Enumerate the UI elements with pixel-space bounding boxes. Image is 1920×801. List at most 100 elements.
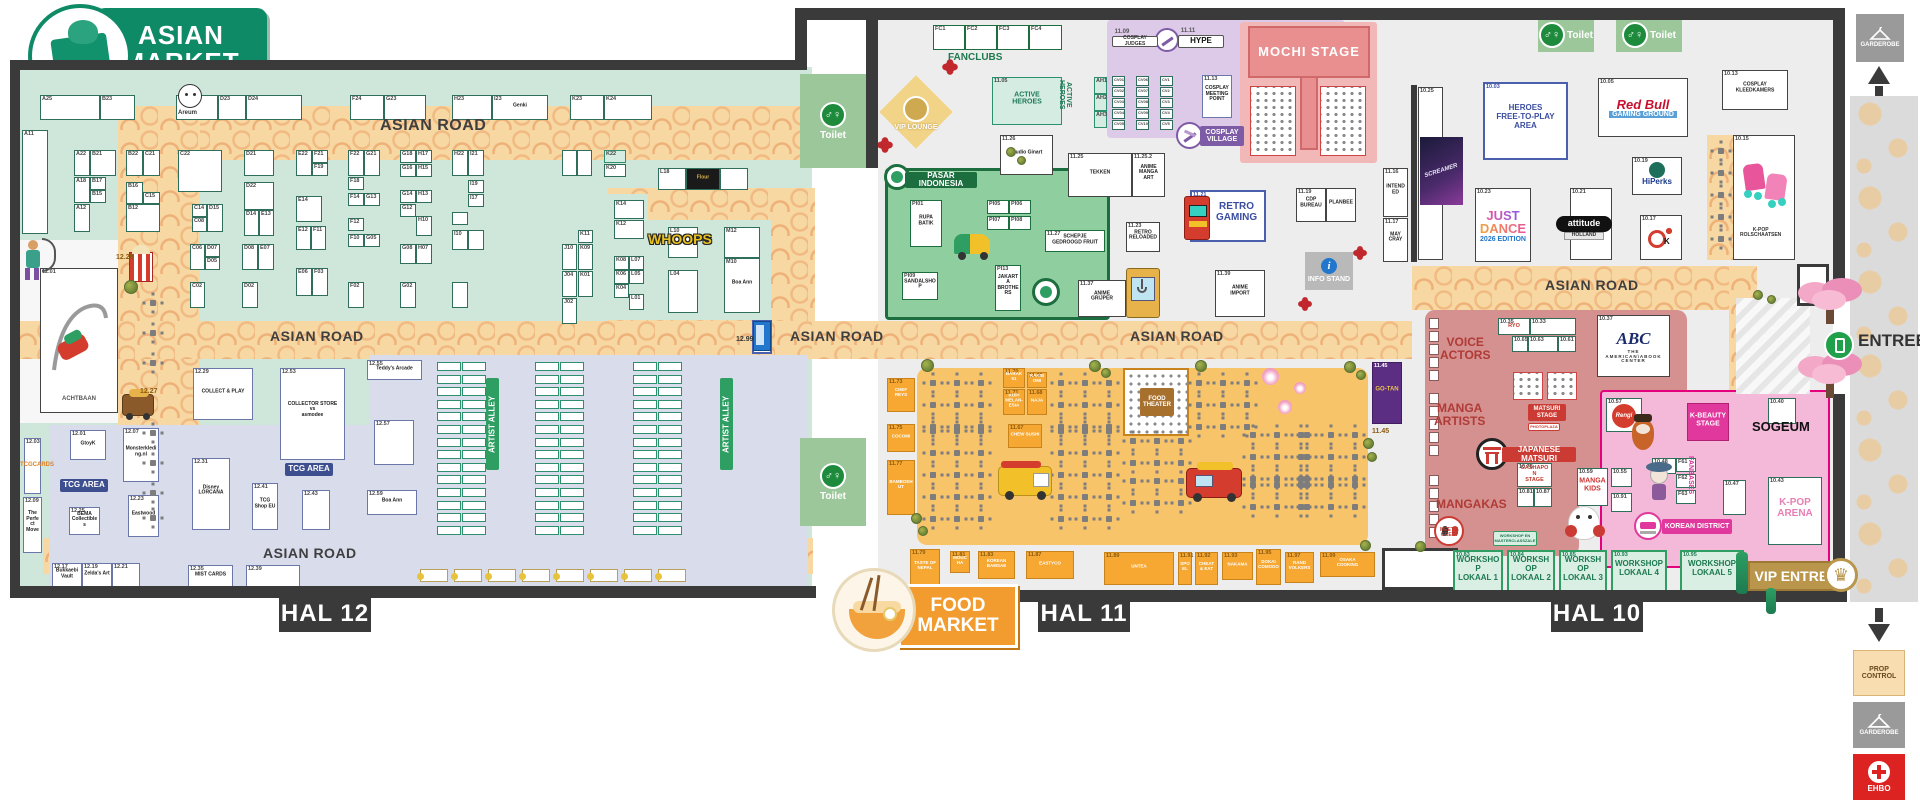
garderobe-bottom[interactable]: GARDEROBE — [1853, 702, 1905, 748]
booth-K08[interactable]: K08 — [614, 256, 629, 270]
booth-E07[interactable]: E07 — [258, 244, 274, 270]
booth-CV01[interactable]: CV01 — [1112, 76, 1125, 86]
booth-C06[interactable]: C06 — [190, 244, 205, 270]
artist-alley-table[interactable] — [462, 387, 486, 397]
booth-B17[interactable]: B17 — [90, 177, 106, 190]
booth-E12[interactable]: E12 — [296, 226, 311, 250]
table[interactable] — [417, 569, 448, 582]
booth-H10[interactable]: H10 — [416, 216, 432, 236]
signing-table[interactable] — [1429, 432, 1439, 443]
booth-K06[interactable]: K06 — [614, 270, 629, 284]
artist-alley-table[interactable] — [658, 412, 682, 422]
booth-H17[interactable]: H17 — [416, 150, 432, 163]
artist-alley-table[interactable] — [535, 412, 559, 422]
signing-table[interactable] — [1429, 370, 1439, 381]
booth-10.47[interactable]: 10.47 — [1723, 480, 1746, 515]
booth-K09[interactable]: K09 — [578, 244, 593, 270]
mochi-stage[interactable]: MOCHI STAGE — [1248, 26, 1370, 78]
artist-alley-table[interactable] — [633, 362, 657, 371]
booth-D02[interactable]: D02 — [242, 282, 258, 308]
booth-10.15[interactable]: 10.15 — [1733, 135, 1795, 260]
prop-control[interactable]: PROP CONTROL — [1853, 650, 1905, 696]
booth-Flour[interactable]: Flour — [686, 168, 720, 190]
artist-alley-table[interactable] — [462, 450, 486, 460]
booth-CV09[interactable]: CV09 — [1136, 109, 1149, 119]
booth-D24[interactable]: D24 — [246, 95, 302, 120]
booth-FC2[interactable]: FC2 — [965, 25, 997, 50]
booth-AH3[interactable]: AH3 — [1094, 111, 1107, 128]
artist-alley-table[interactable] — [535, 525, 559, 535]
artist-alley-table[interactable] — [560, 513, 584, 523]
artist-alley-table[interactable] — [462, 399, 486, 409]
artist-alley-table[interactable] — [560, 425, 584, 434]
booth-L05[interactable]: L05 — [629, 270, 644, 284]
booth-10.91[interactable]: 10.91 — [1611, 493, 1632, 512]
artist-alley-table[interactable] — [462, 525, 486, 535]
booth-B22[interactable]: B22 — [126, 150, 143, 176]
booth-unit[interactable] — [720, 168, 748, 190]
toilet[interactable]: ♂♀Toilet — [800, 438, 866, 526]
booth-L01[interactable]: L01 — [629, 294, 644, 310]
booth-G12[interactable]: G12 — [400, 204, 416, 217]
booth-D22[interactable]: D22 — [244, 182, 274, 210]
artist-alley-table[interactable] — [658, 399, 682, 409]
artist-alley-table[interactable] — [535, 488, 559, 497]
artist-alley-table[interactable] — [462, 362, 486, 371]
booth-L10[interactable]: L10 — [668, 227, 698, 258]
booth-CV1[interactable]: CV1 — [1160, 76, 1173, 86]
booth-K-BEAUTY STAGE[interactable]: K-BEAUTY STAGE — [1687, 403, 1729, 441]
booth-10.33[interactable]: 10.33 — [1530, 318, 1576, 335]
booth-F02[interactable]: F02 — [348, 282, 364, 308]
signing-table[interactable] — [1429, 501, 1439, 512]
booth-10.81[interactable]: 10.81 — [1517, 488, 1534, 507]
signing-table[interactable] — [1429, 406, 1439, 417]
artist-alley-table[interactable] — [535, 437, 559, 447]
booth-L18[interactable]: L18 — [658, 168, 686, 190]
booth-F19[interactable]: F19 — [312, 163, 328, 176]
artist-alley-table[interactable] — [535, 425, 559, 434]
signing-table[interactable] — [1429, 475, 1439, 486]
table[interactable] — [485, 569, 516, 582]
artist-alley-table[interactable] — [560, 450, 584, 460]
booth-10.05[interactable]: 10.05 — [1598, 78, 1688, 137]
artist-alley-table[interactable] — [535, 387, 559, 397]
booth-D07[interactable]: D07 — [205, 244, 220, 257]
artist-alley-table[interactable] — [633, 425, 657, 434]
booth-10.55[interactable]: 10.55 — [1611, 468, 1632, 487]
booth-B21[interactable]: B21 — [90, 150, 116, 176]
artist-alley-table[interactable] — [535, 462, 559, 472]
booth-I19[interactable]: I19 — [468, 180, 484, 193]
booth-C02[interactable]: C02 — [190, 282, 205, 308]
signing-table[interactable] — [1429, 344, 1439, 355]
artist-alley-table[interactable] — [633, 412, 657, 422]
booth-12.57[interactable]: 12.57 — [374, 420, 414, 465]
table[interactable] — [587, 569, 618, 582]
signing-table[interactable] — [1429, 488, 1439, 499]
booth-D14[interactable]: D14 — [244, 210, 259, 236]
booth-G23[interactable]: G23 — [384, 95, 426, 120]
booth-F61[interactable]: F61 — [1676, 458, 1696, 472]
booth-D21[interactable]: D21 — [244, 150, 274, 176]
booth-PI08[interactable]: PI08 — [1009, 216, 1031, 230]
booth-E22[interactable]: E22 — [296, 150, 312, 176]
booth-B23[interactable]: B23 — [100, 95, 135, 120]
